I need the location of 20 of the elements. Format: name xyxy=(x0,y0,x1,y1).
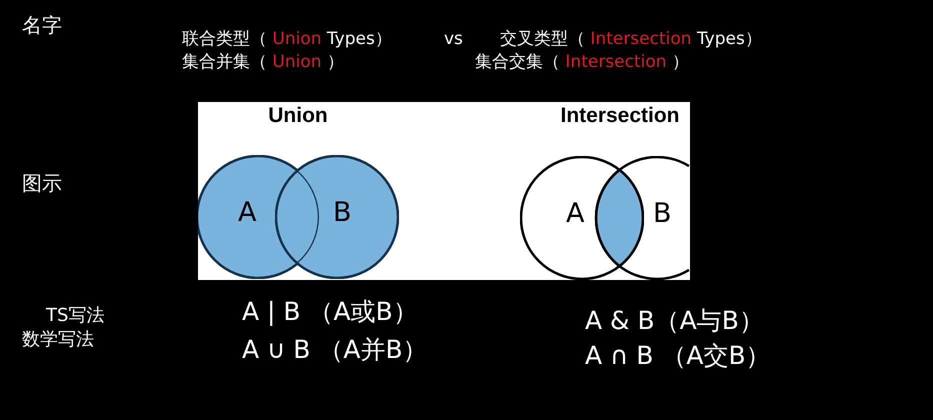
diagram-heading: Union xyxy=(268,104,328,128)
diagram-heading: Intersection xyxy=(560,104,680,128)
row-label: TS写法 xyxy=(46,306,104,326)
row-label: 图示 xyxy=(22,172,62,194)
notation-text: A ∪ B （A并B） xyxy=(242,336,428,364)
name-text: 集合并集（ Union ） xyxy=(182,53,344,72)
notation-text: A & B（A与B） xyxy=(585,307,764,334)
name-text: 交叉类型（ Intersection Types） xyxy=(500,30,762,49)
name-text: 集合交集（ Intersection ） xyxy=(475,53,689,72)
set-letter: A xyxy=(238,199,256,226)
row-label: 名字 xyxy=(22,14,62,36)
set-letter: B xyxy=(653,200,672,227)
set-letter: B xyxy=(333,199,352,226)
versus-text: vs xyxy=(444,30,463,49)
notation-text: A | B （A或B） xyxy=(242,298,418,326)
notation-text: A ∩ B （A交B） xyxy=(585,342,771,370)
row-label: 数学写法 xyxy=(22,330,94,350)
set-letter: A xyxy=(566,200,584,227)
diagram-panel xyxy=(198,102,690,280)
name-text: 联合类型（ Union Types） xyxy=(182,30,392,49)
